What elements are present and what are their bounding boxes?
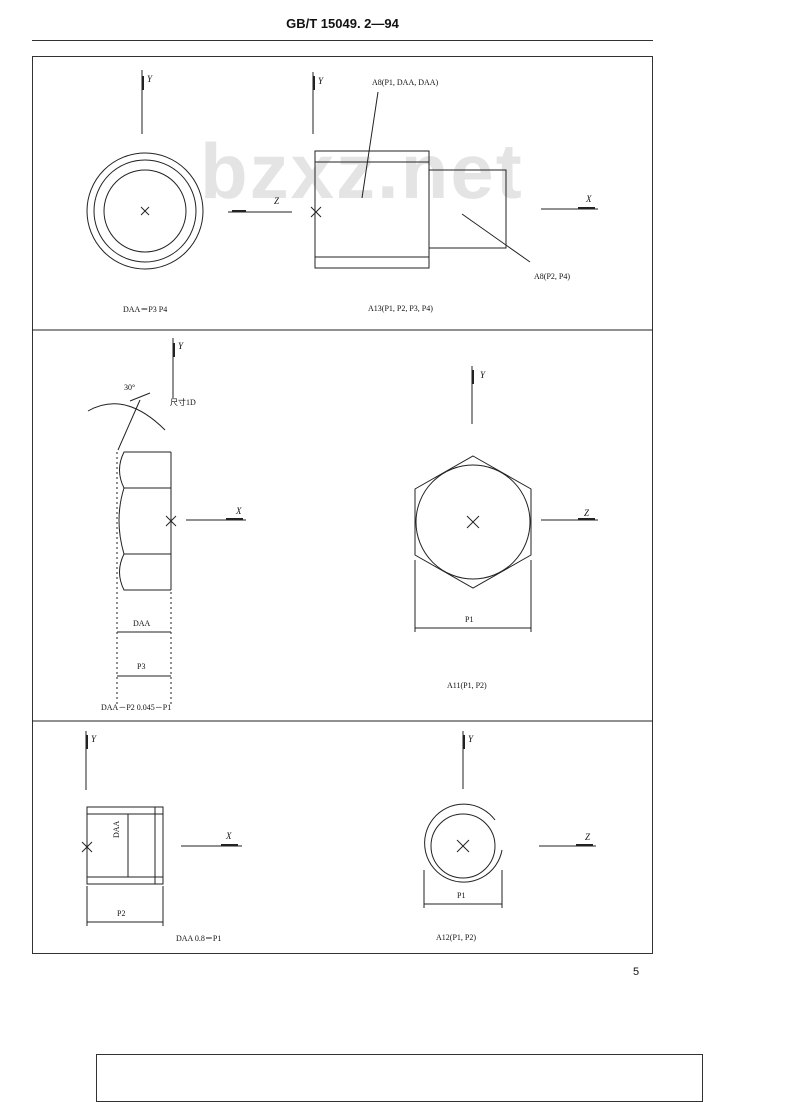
row3-x-axis [181,844,242,847]
row3-x-label: X [226,831,232,841]
row3-left-y-label: Y [91,734,97,744]
row3-dim-p1: P1 [457,891,466,900]
row3-ring-drawing [423,803,503,908]
row3-right-y-axis [462,731,465,789]
row1-ring-drawing [86,152,204,270]
row1-callout-right: A8(P2, P4) [534,272,571,281]
page-number: 5 [633,966,640,978]
row1-left-y-axis [141,70,144,134]
watermark: bzxz.net [200,127,524,215]
row1-cylinder-drawing [310,91,531,269]
header-rule [32,40,653,41]
row1-left-y-label: Y [147,74,153,84]
row3-dim-p2: P2 [117,909,126,918]
row3-left-y-axis [85,731,88,790]
row2-dim-p1: P1 [465,615,474,624]
row3-cylinder-drawing [81,806,164,926]
row2-left-y-label: Y [178,341,184,351]
row2-right-y-axis [471,366,474,424]
row2-nut-side-drawing [87,392,177,705]
row1-left-caption: DAA＝P3 P4 [123,305,168,314]
row2-angle-note: 尺寸1D [170,398,196,407]
row2-right-y-label: Y [480,370,486,380]
row1-z-label: Z [274,196,280,206]
row1-callout-top: A8(P1, DAA, DAA) [372,78,439,87]
row2-dim-p3: P3 [137,662,146,671]
row2-left-caption: DAA－P2 0.045－P1 [101,703,172,712]
row2-right-caption: A11(P1, P2) [447,681,487,690]
row2-hex-drawing [414,455,532,632]
row2-x-label: X [236,506,242,516]
row2-z-label: Z [584,508,590,518]
row1-mid-y-axis [312,72,315,134]
row3-dim-daa: DAA [112,820,121,838]
row3-z-axis [539,844,596,847]
row2-left-y-axis [172,338,175,398]
row1-x-axis [541,207,598,210]
row3-right-caption: A12(P1, P2) [436,933,477,942]
row1-mid-y-label: Y [318,76,324,86]
row3-right-y-label: Y [468,734,474,744]
row2-z-axis [541,518,598,521]
page-header: GB/T 15049. 2—94 [286,16,399,31]
row2-angle-label: 30° [124,383,136,392]
row1-x-label: X [586,194,592,204]
row2-left-x-axis [186,518,246,521]
footer-box [96,1054,703,1102]
row3-left-caption: DAA 0.8＝P1 [176,934,222,943]
row1-right-caption: A13(P1, P2, P3, P4) [368,304,433,313]
figure-frame [32,56,653,954]
row3-z-label: Z [585,832,591,842]
row1-z-axis [228,210,292,213]
row2-dim-daa: DAA [133,619,151,628]
